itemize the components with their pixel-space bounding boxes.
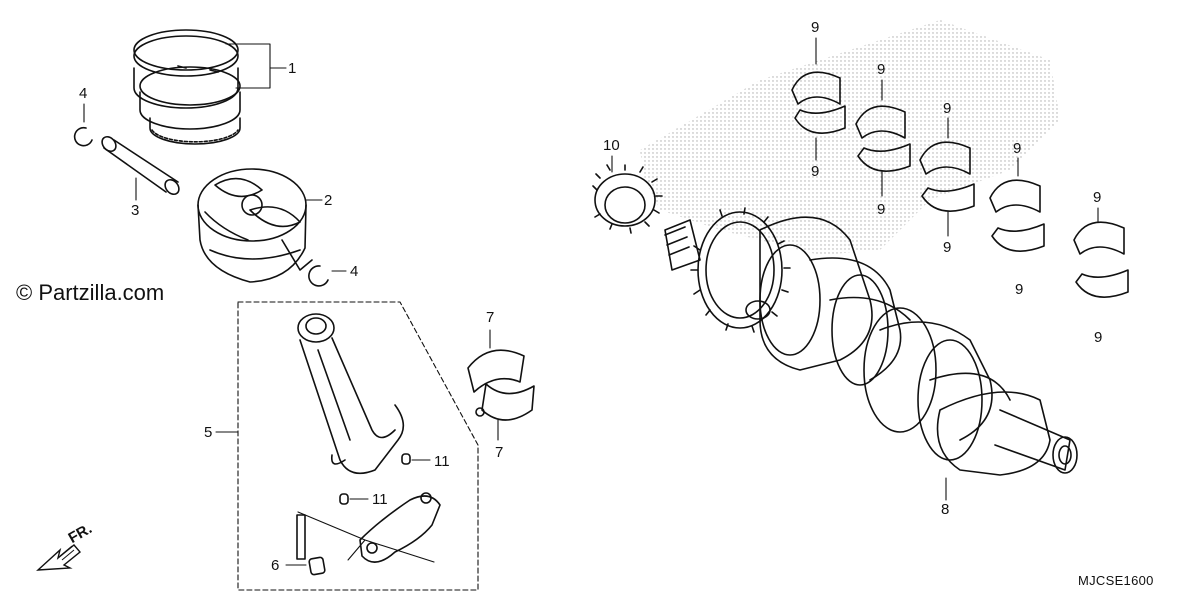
- callout-9[interactable]: 9: [811, 19, 820, 36]
- callout-9[interactable]: 9: [811, 163, 820, 180]
- main-bearing-3: [919, 141, 975, 212]
- piston-pin: [101, 135, 180, 196]
- callout-11-lower[interactable]: 11: [372, 491, 388, 508]
- main-bearing-4: [989, 179, 1045, 252]
- rod-bolt: [296, 514, 326, 576]
- callout-1[interactable]: 1: [288, 60, 297, 77]
- callout-9[interactable]: 9: [1093, 189, 1102, 206]
- callout-9[interactable]: 9: [877, 201, 886, 218]
- callout-9[interactable]: 9: [1094, 329, 1103, 346]
- leader-1: [225, 43, 271, 89]
- callout-9[interactable]: 9: [1013, 140, 1022, 157]
- rod-cap: [359, 492, 441, 563]
- front-arrow-icon: [36, 544, 81, 571]
- dowel-pin-upper: [401, 453, 411, 465]
- shading-area: [640, 20, 1060, 255]
- callout-9[interactable]: 9: [877, 61, 886, 78]
- callout-7-top[interactable]: 7: [486, 309, 495, 326]
- connecting-rod: [297, 313, 405, 475]
- callout-3[interactable]: 3: [131, 202, 140, 219]
- piston-ring-set: [133, 29, 241, 145]
- callout-9[interactable]: 9: [943, 100, 952, 117]
- callout-9[interactable]: 9: [943, 239, 952, 256]
- callout-7-bottom[interactable]: 7: [495, 444, 504, 461]
- callout-10[interactable]: 10: [603, 137, 620, 154]
- main-bearing-5: [1073, 221, 1129, 298]
- main-bearing-2: [855, 105, 911, 172]
- diagram-code: MJCSE1600: [1078, 573, 1154, 588]
- main-bearing-1: [791, 71, 846, 134]
- rod-bearing-pair: [467, 349, 535, 421]
- callout-4-left[interactable]: 4: [79, 85, 88, 102]
- con-rod-kit-box: [237, 301, 479, 591]
- callout-11-upper[interactable]: 11: [434, 453, 450, 470]
- circlip-left: [73, 126, 93, 147]
- circlip-right: [308, 265, 329, 287]
- watermark: © Partzilla.com: [16, 280, 165, 305]
- drive-gear: [592, 164, 663, 234]
- crankshaft: [664, 207, 1078, 476]
- callout-5[interactable]: 5: [204, 424, 213, 441]
- dowel-pin-lower: [339, 493, 349, 505]
- piston: [197, 168, 313, 283]
- callout-4-right[interactable]: 4: [350, 263, 359, 280]
- callout-9[interactable]: 9: [1015, 281, 1024, 298]
- callout-6[interactable]: 6: [271, 557, 280, 574]
- callout-2[interactable]: 2: [324, 192, 333, 209]
- callout-8[interactable]: 8: [941, 501, 950, 518]
